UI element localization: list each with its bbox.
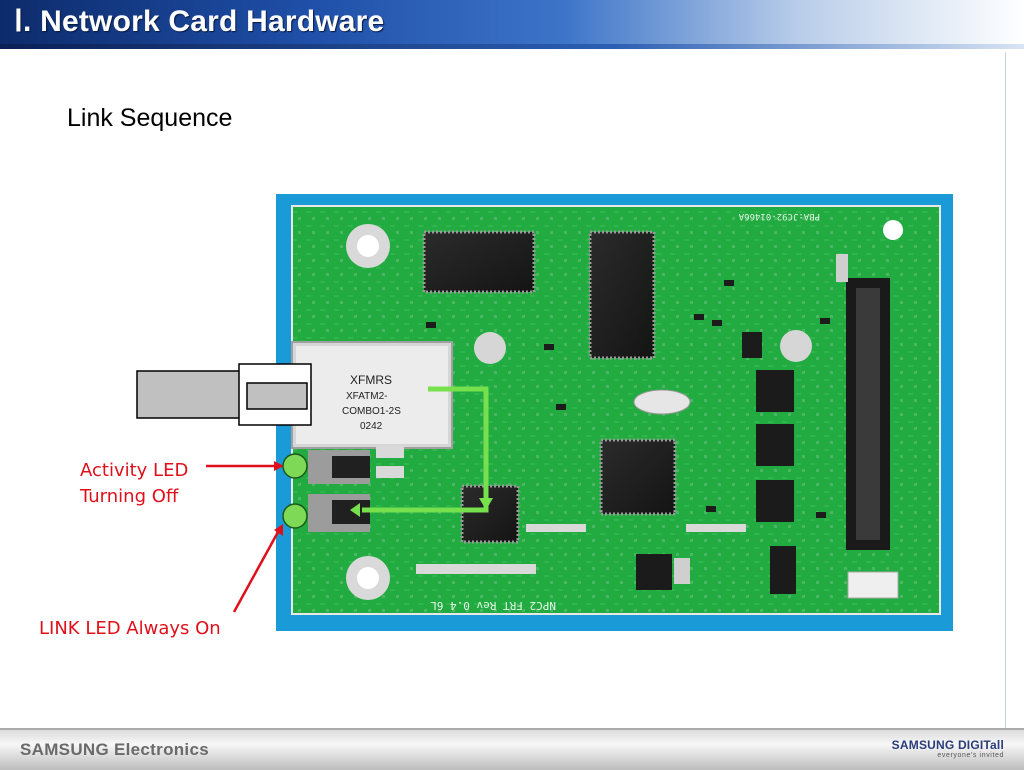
- signal-path-arrow: [362, 386, 489, 513]
- footer-tagline: everyone's invited: [937, 752, 1004, 759]
- xfmrs-line-3: COMBO1-2S: [342, 406, 401, 417]
- network-card-illustration: XFMRS XFATM2- COMBO1-2S 0242 NPC2 FRT Re…: [291, 205, 941, 615]
- footer-samsung-electronics: SAMSUNG Electronics: [20, 740, 209, 759]
- activity-led-label: Activity LED Turning Off: [80, 458, 188, 510]
- link-callout-line: [232, 531, 280, 613]
- activity-led-label-line-1: Activity LED: [80, 460, 189, 481]
- crystal: [633, 389, 691, 415]
- ethernet-cable: [136, 370, 242, 419]
- rj45-plug-tab: [246, 382, 308, 410]
- edge-silkscreen: NPC2 FRT Rev 0.4 6L: [430, 599, 556, 612]
- activity-led-label-line-2: Turning Off: [80, 486, 179, 507]
- xfmrs-line-1: XFMRS: [350, 373, 392, 387]
- samsung-controller-chip: [599, 438, 677, 516]
- section-subtitle: Link Sequence: [67, 104, 233, 132]
- top-silkscreen: PBA:JC92-01466A: [738, 211, 820, 221]
- xfmrs-line-2: XFATM2-: [346, 391, 387, 402]
- header-rule: [0, 44, 1024, 49]
- activity-led-indicator: [282, 453, 308, 479]
- footer-samsung-digitall-logo: SAMSUNG DIGITall everyone's invited: [892, 738, 1004, 759]
- phy-chip: [460, 484, 520, 544]
- slide-title: Ⅰ. Network Card Hardware: [14, 5, 385, 38]
- arrow-head: [350, 503, 360, 517]
- link-led-label: LINK LED Always On: [39, 618, 221, 639]
- footer: SAMSUNG Electronics SAMSUNG DIGITall eve…: [0, 728, 1024, 770]
- xfmrs-line-4: 0242: [360, 421, 383, 432]
- content-frame: [12, 52, 1006, 728]
- network-card-photo: XFMRS XFATM2- COMBO1-2S 0242 NPC2 FRT Re…: [276, 194, 953, 631]
- slide-header: Ⅰ. Network Card Hardware: [0, 0, 1024, 44]
- link-led-indicator: [282, 503, 308, 529]
- arrow-head: [479, 498, 493, 510]
- memory-chip: [422, 230, 536, 294]
- sdram-chip: [588, 230, 656, 360]
- footer-brand: SAMSUNG DIGITall: [891, 738, 1004, 752]
